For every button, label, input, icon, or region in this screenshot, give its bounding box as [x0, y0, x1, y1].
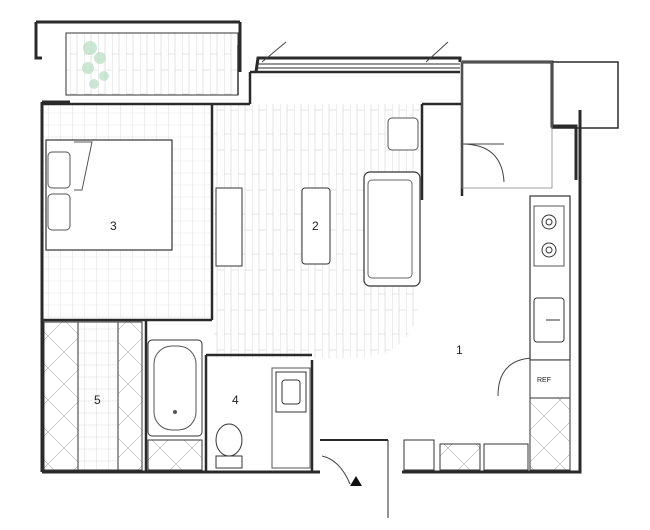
room-label-4: 4: [232, 393, 239, 407]
bath-cabinet: [147, 439, 203, 471]
shower-area: [271, 367, 311, 469]
window: [258, 63, 460, 69]
kitchen: REF: [529, 195, 571, 471]
entry-area: [461, 61, 553, 189]
armchair: [387, 117, 419, 151]
bathtub: [147, 339, 203, 437]
balcony: [65, 32, 239, 96]
sink-icon: [533, 297, 565, 343]
refrigerator: [529, 359, 571, 399]
coffee-table: [301, 187, 331, 265]
room-label-2: 2: [312, 219, 319, 233]
closet: [43, 321, 143, 471]
bed: [45, 139, 173, 251]
kitchen-cabinet: [529, 397, 571, 471]
washbasin-icon: [275, 371, 307, 413]
entrance: [320, 439, 389, 518]
room-label-5: 5: [94, 393, 101, 407]
bathroom: [147, 339, 311, 471]
door-swing: [261, 41, 533, 485]
wardrobe-divider: [215, 187, 243, 267]
entrance-arrow-icon: [350, 476, 362, 486]
sofa: [363, 171, 421, 287]
toilet-icon: [215, 423, 243, 469]
refrigerator-label: REF: [537, 377, 551, 384]
room-label-3: 3: [110, 219, 117, 233]
plant-icon: [82, 41, 109, 89]
entry-cabinet: [403, 439, 529, 471]
stove-icon: [533, 205, 565, 267]
top-right-block: [551, 61, 619, 129]
room-label-1: 1: [456, 343, 463, 357]
